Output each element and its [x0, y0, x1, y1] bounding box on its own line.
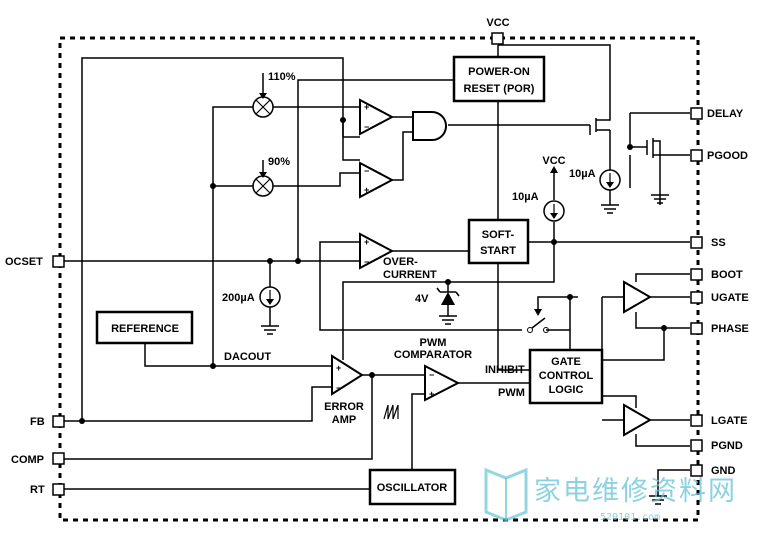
pin-lgate-label: LGATE	[711, 415, 747, 427]
oscillator-label: OSCILLATOR	[377, 482, 448, 494]
softstart-label-2: START	[480, 245, 516, 257]
softstart-label-1: SOFT-	[482, 229, 515, 241]
pin-pgood-label: PGOOD	[707, 150, 748, 162]
multiplier-110	[252, 93, 274, 118]
watermark-url: 520101.com	[600, 512, 660, 523]
oscillator-block	[368, 468, 457, 506]
current-source-pgood	[599, 169, 621, 214]
junction-dots	[79, 117, 667, 424]
por-block	[452, 55, 546, 103]
label-pwm: PWM	[498, 387, 525, 399]
label-90: 90%	[268, 156, 290, 168]
svg-text:−: −	[429, 370, 434, 380]
reference-label: REFERENCE	[111, 323, 179, 335]
zener-diode	[436, 287, 460, 325]
pgood-transistors	[589, 112, 669, 204]
pin-phase-label: PHASE	[711, 323, 749, 335]
svg-text:−: −	[364, 122, 369, 132]
svg-text:+: +	[336, 363, 341, 373]
gate-label-1: GATE	[551, 356, 581, 368]
watermark-logo	[484, 467, 528, 522]
softstart-block	[467, 218, 530, 265]
label-pwm-comp-1: PWM	[420, 337, 447, 349]
svg-text:+: +	[429, 389, 434, 399]
pin-ugate-label: UGATE	[711, 292, 749, 304]
gate-logic-block	[528, 348, 604, 405]
label-4v: 4V	[415, 293, 429, 305]
pwm-comparator: −+	[424, 364, 461, 402]
label-110: 110%	[268, 71, 296, 83]
svg-text:+: +	[364, 185, 369, 195]
wires	[60, 44, 690, 496]
comparator-110: +−	[359, 98, 395, 136]
label-vcc-inner: VCC	[542, 155, 565, 167]
svg-text:+: +	[364, 102, 369, 112]
current-source-200	[259, 286, 281, 335]
pin-vcc-label: VCC	[486, 17, 509, 29]
gnd-symbol	[649, 495, 667, 505]
watermark-text: 家电维修资料网	[534, 476, 737, 507]
and-gate	[412, 111, 447, 141]
label-dacout: DACOUT	[224, 351, 271, 363]
label-overcurrent-2: CURRENT	[383, 269, 437, 281]
pin-rt-label: RT	[30, 484, 45, 496]
svg-text:−: −	[364, 166, 369, 176]
pin-fb-label: FB	[30, 416, 45, 428]
gate-label-2: CONTROL	[539, 370, 594, 382]
label-10a-left: 10µA	[512, 191, 539, 203]
por-label-2: RESET (POR)	[464, 83, 535, 95]
lgate-driver	[623, 403, 653, 437]
error-amplifier: +−	[331, 354, 364, 396]
pin-gnd-label: GND	[711, 465, 736, 477]
label-inhibit: INHIBIT	[485, 364, 525, 376]
reference-block	[95, 310, 194, 345]
label-overcurrent-1: OVER-	[383, 256, 418, 268]
gate-label-3: LOGIC	[549, 384, 584, 396]
pin-ocset-label: OCSET	[5, 256, 43, 268]
label-error-2: AMP	[332, 414, 356, 426]
ugate-driver	[623, 280, 653, 314]
pin-pgnd-label: PGND	[711, 440, 743, 452]
label-200a: 200µA	[222, 292, 255, 304]
overcurrent-comparator: +−	[359, 232, 395, 270]
pin-ss-label: SS	[711, 237, 726, 249]
phase-switch	[527, 309, 570, 333]
label-pwm-comp-2: COMPARATOR	[394, 349, 472, 361]
pin-boot-label: BOOT	[711, 269, 743, 281]
svg-text:+: +	[364, 237, 369, 247]
multiplier-90	[252, 172, 274, 197]
pin-delay-label: DELAY	[707, 108, 744, 120]
current-source-ss	[543, 166, 565, 222]
label-error-1: ERROR	[324, 401, 364, 413]
svg-text:−: −	[336, 383, 341, 393]
comparator-90: −+	[359, 161, 395, 199]
pin-squares	[52, 32, 703, 496]
por-label-1: POWER-ON	[468, 66, 530, 78]
svg-text:−: −	[364, 257, 369, 267]
pin-comp-label: COMP	[11, 454, 44, 466]
label-10a-right: 10µA	[569, 168, 596, 180]
sawtooth-icon	[383, 404, 399, 420]
